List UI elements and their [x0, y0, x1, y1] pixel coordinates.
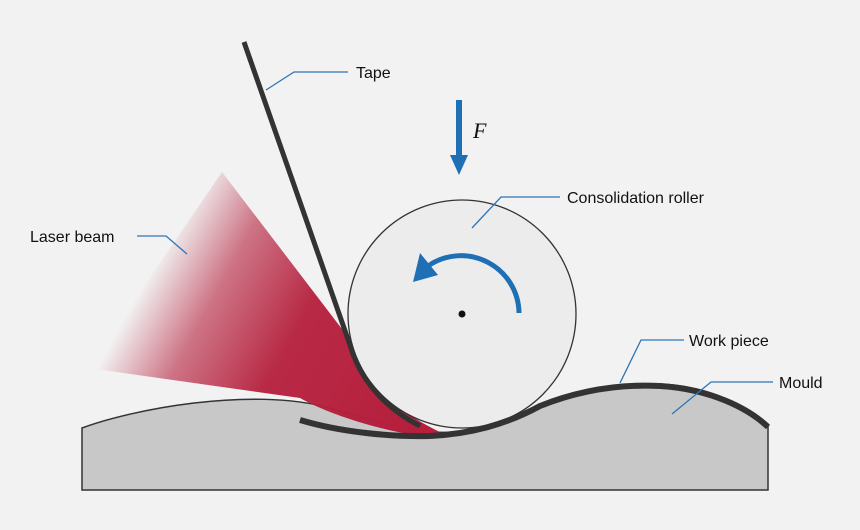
laser-label: Laser beam	[30, 229, 115, 246]
tape	[241, 41, 422, 429]
rotation-arrow-icon	[413, 253, 522, 314]
mould-label: Mould	[779, 375, 823, 392]
laser-leader	[137, 235, 188, 255]
work-piece	[299, 382, 771, 440]
roller-label: Consolidation roller	[567, 190, 705, 207]
workpiece-leader	[619, 339, 684, 384]
laser-beam	[88, 172, 440, 436]
mould-leader	[671, 381, 773, 415]
roller-center-dot	[458, 310, 466, 318]
tape-label: Tape	[356, 65, 391, 82]
tape-leader	[265, 71, 348, 91]
force-label: F	[472, 118, 487, 143]
force-arrow-icon	[450, 100, 468, 175]
workpiece-label: Work piece	[689, 333, 769, 350]
roller-leader	[471, 196, 560, 229]
